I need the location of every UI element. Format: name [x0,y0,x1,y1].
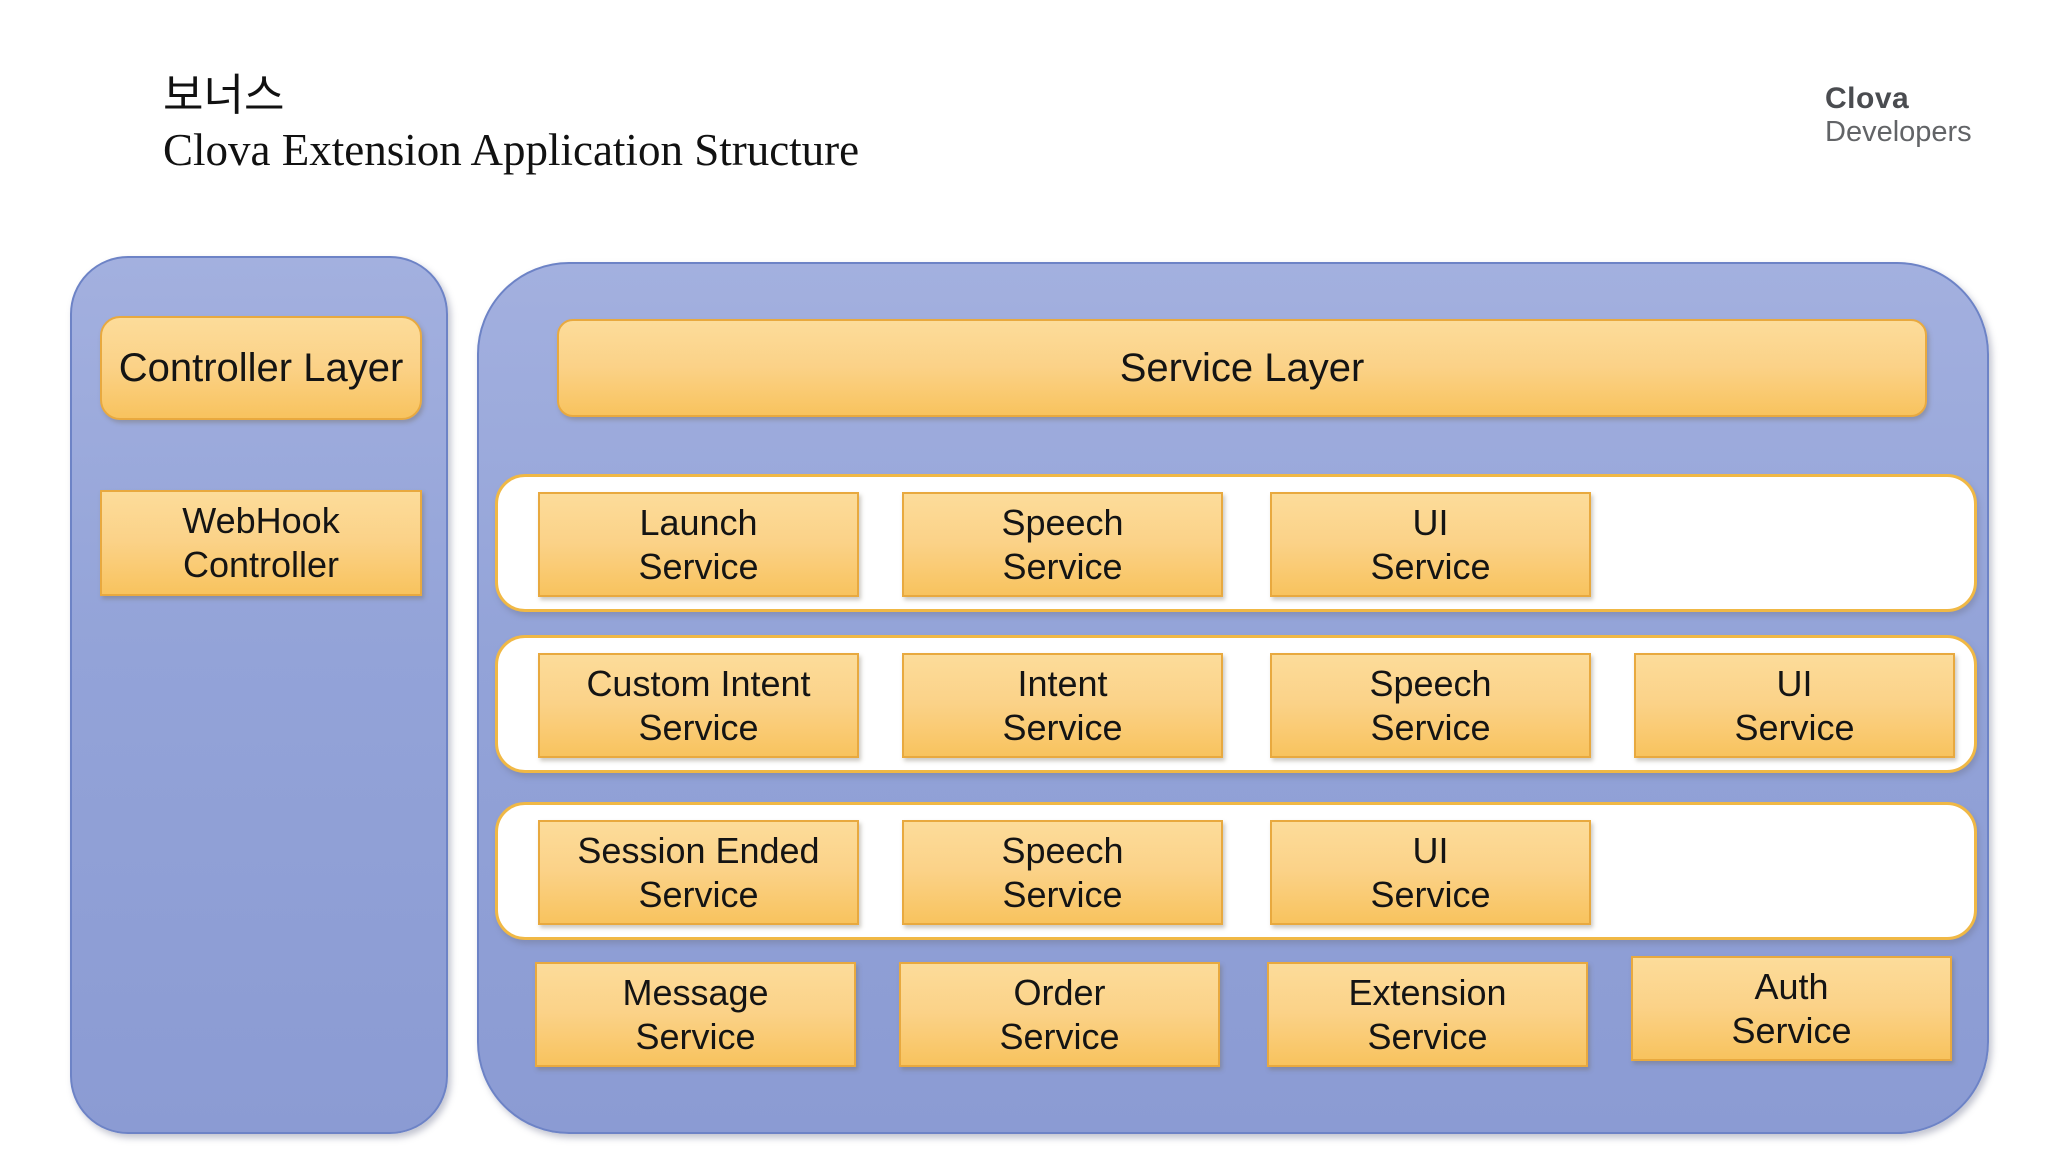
logo-sub-text: Developers [1825,115,1972,148]
service-box-ui-2: UI Service [1634,653,1955,758]
service-box-session-ended: Session Ended Service [538,820,859,925]
service-box-extension: Extension Service [1267,962,1588,1067]
clova-developers-logo: Clova Developers [1825,82,1972,148]
service-layer-container: Service Layer Launch Service Speech Serv… [477,262,1989,1134]
service-box-speech-1: Speech Service [902,492,1223,597]
service-box-auth: Auth Service [1631,956,1952,1061]
service-box-intent: Intent Service [902,653,1223,758]
service-box-ui-1: UI Service [1270,492,1591,597]
service-box-speech-2: Speech Service [1270,653,1591,758]
service-box-custom-intent: Custom Intent Service [538,653,859,758]
slide-title: Clova Extension Application Structure [163,125,860,175]
webhook-controller-box: WebHook Controller [100,490,422,596]
service-box-order: Order Service [899,962,1220,1067]
service-row-2: Custom Intent Service Intent Service Spe… [495,635,1977,773]
service-box-speech-3: Speech Service [902,820,1223,925]
service-row-1: Launch Service Speech Service UI Service [495,474,1977,612]
controller-layer-header: Controller Layer [100,316,422,420]
service-row-3: Session Ended Service Speech Service UI … [495,802,1977,940]
service-layer-header: Service Layer [557,319,1927,417]
logo-brand-text: Clova [1825,82,1910,115]
controller-layer-container: Controller Layer WebHook Controller [70,256,448,1134]
service-box-launch: Launch Service [538,492,859,597]
service-box-message: Message Service [535,962,856,1067]
service-box-ui-3: UI Service [1270,820,1591,925]
slide-subtitle-korean: 보너스 [163,71,285,120]
